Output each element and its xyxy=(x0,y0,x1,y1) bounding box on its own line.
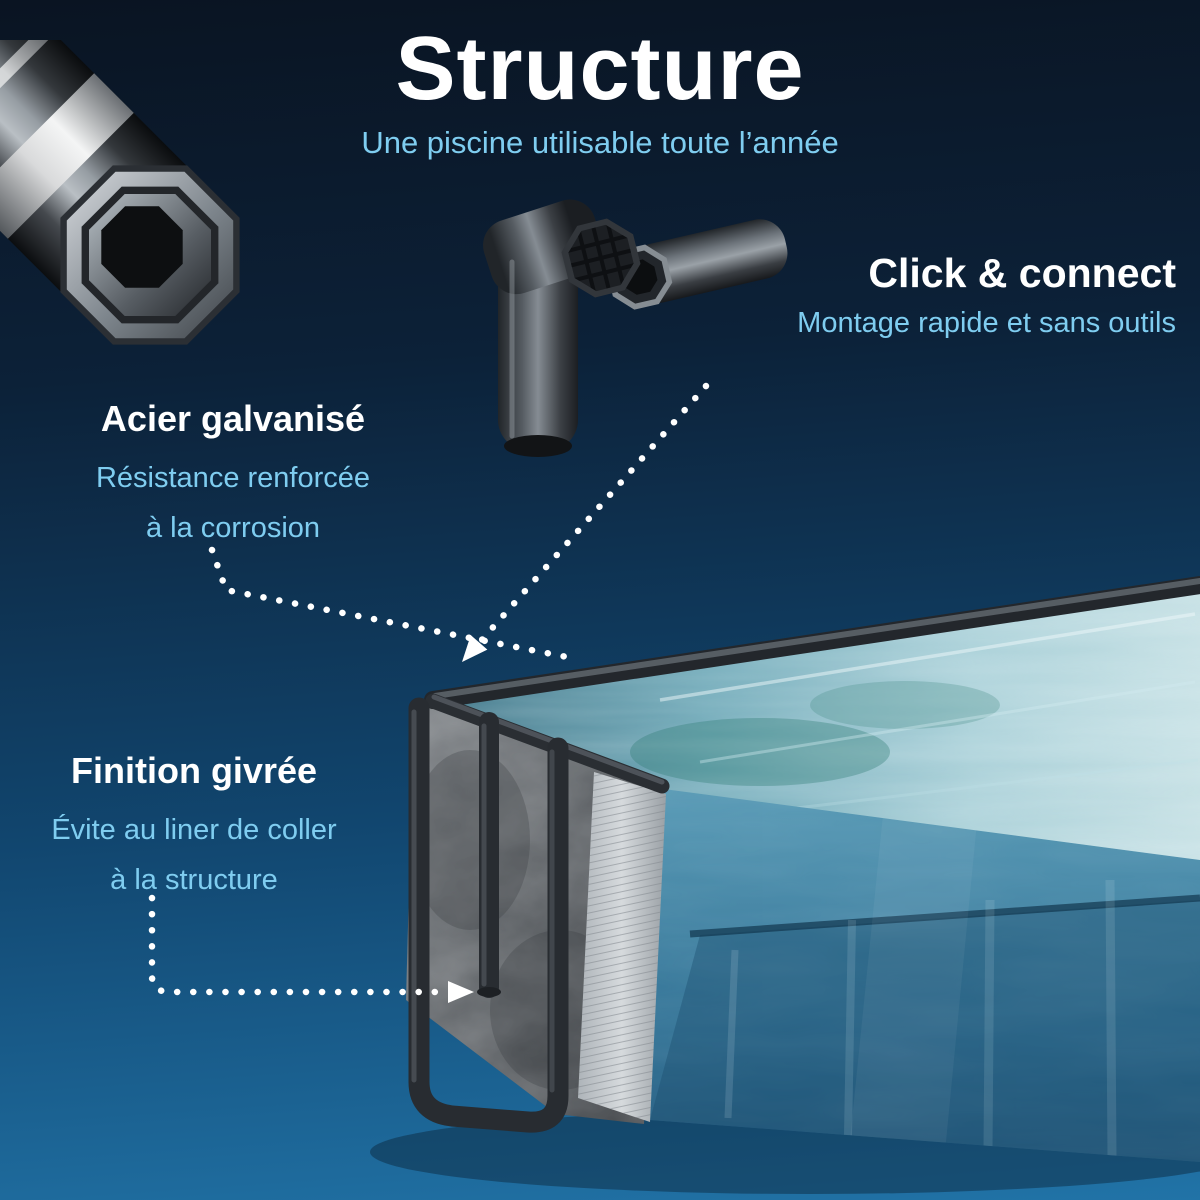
click-connect-subtitle: Montage rapide et sans outils xyxy=(797,307,1176,339)
tube-octagon-end xyxy=(60,165,240,345)
steel-tube-illustration xyxy=(0,40,240,345)
annotation-acier-galvanise: Acier galvanisé Résistance renforcée à l… xyxy=(50,398,416,554)
pool-frame-legs xyxy=(408,697,569,1133)
acier-description: Résistance renforcée à la corrosion xyxy=(95,462,371,544)
corner-joint xyxy=(483,199,641,457)
tube-body xyxy=(0,40,213,318)
pool-illustration xyxy=(370,576,1200,1194)
finition-title: Finition givrée xyxy=(70,750,318,791)
page-title: Structure xyxy=(395,19,805,119)
pool-top-rail xyxy=(424,576,1200,794)
connector-illustration xyxy=(483,199,788,457)
pool-mesh-strip xyxy=(578,772,666,1122)
acier-title: Acier galvanisé xyxy=(100,398,366,439)
annotation-finition-givree: Finition givrée Évite au liner de coller… xyxy=(14,750,374,906)
annotation-click-connect: Click & connect Montage rapide et sans o… xyxy=(797,250,1176,340)
page-subtitle: Une piscine utilisable toute l’année xyxy=(361,124,839,160)
header: Structure Une piscine utilisable toute l… xyxy=(0,22,1200,161)
click-connect-title: Click & connect xyxy=(868,250,1176,296)
finition-description: Évite au liner de coller à la structure xyxy=(51,814,337,896)
